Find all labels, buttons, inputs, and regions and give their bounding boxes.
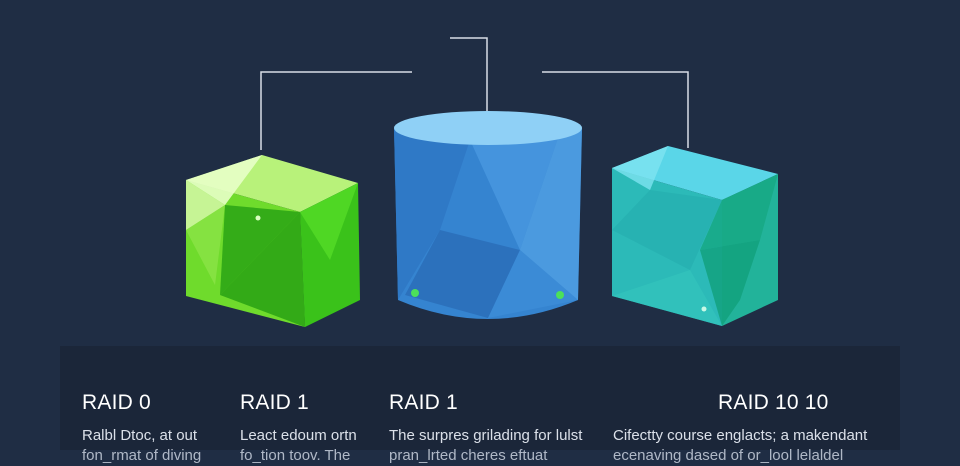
raid-description: Leact edoum ortn (240, 427, 357, 444)
raid-title: RAID 1 (389, 391, 458, 414)
raid-title: RAID 0 (82, 391, 151, 414)
raid-description-continued: ecenaving dased of or_lool lelaldel (613, 447, 844, 464)
raid-diagram-illustration (186, 37, 778, 327)
raid-column-3: RAID 1 The surpres grilading for lulst p… (389, 390, 582, 466)
green-node-dot (255, 215, 261, 221)
connector-line-center (450, 37, 488, 112)
raid-description: Cifectty course englacts; a makendant (613, 427, 868, 444)
teal-cube-shape (612, 146, 778, 326)
raid-description-continued: fo_tion toov. The (240, 447, 351, 464)
raid-title: RAID 10 10 (718, 391, 829, 414)
raid-column-4: RAID 10 10 Cifectty course englacts; a m… (613, 390, 867, 466)
blue-node-dot-right (556, 291, 564, 299)
blue-node-dot-left (411, 289, 419, 297)
blue-cylinder-top (394, 111, 582, 145)
green-cube-shape (186, 155, 360, 327)
raid-description: The surpres grilading for lulst (389, 427, 583, 444)
raid-description: Ralbl Dtoc, at out (82, 427, 198, 444)
connector-line-left (260, 71, 412, 150)
raid-description-continued: fon_rmat of diving (82, 447, 202, 464)
raid-column-2: RAID 1 Leact edoum ortn fo_tion toov. Th… (240, 390, 357, 466)
teal-node-dot (701, 306, 707, 312)
connector-line-right (542, 71, 689, 148)
description-panel (60, 346, 900, 450)
connector-lines (260, 37, 689, 150)
raid-title: RAID 1 (240, 391, 309, 414)
raid-description-continued: pran_lrted cheres eftuat (389, 447, 548, 464)
blue-cylinder-shape (394, 111, 582, 319)
raid-column-1: RAID 0 Ralbl Dtoc, at out fon_rmat of di… (82, 390, 201, 466)
